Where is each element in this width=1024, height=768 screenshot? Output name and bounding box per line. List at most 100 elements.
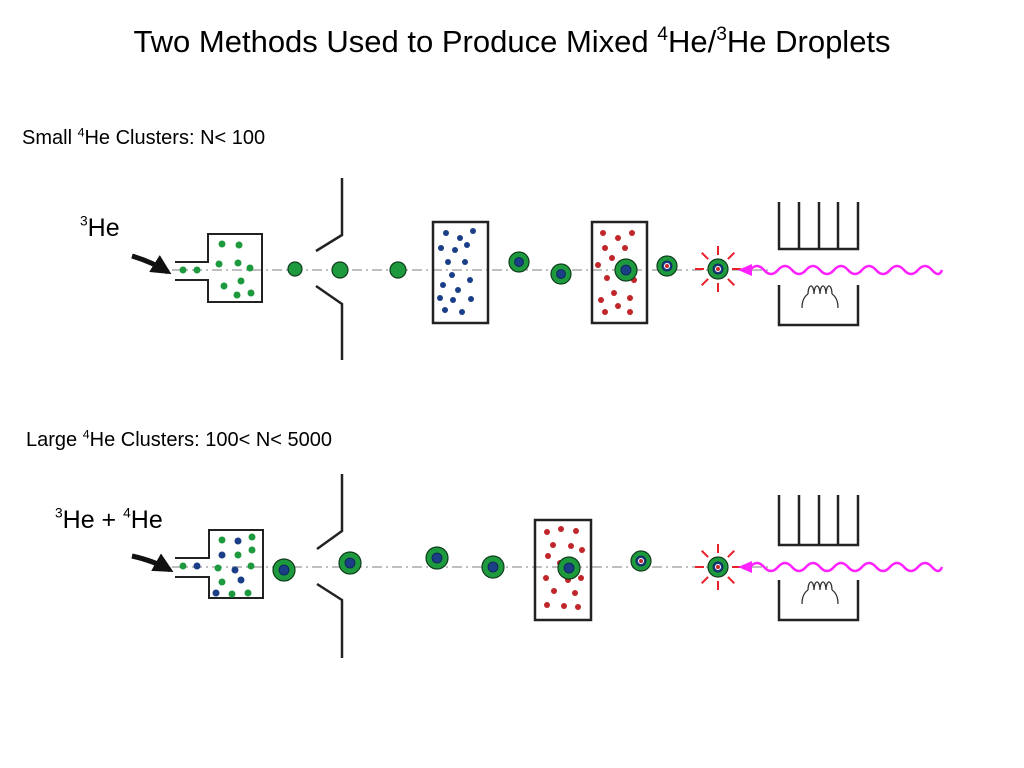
helium-atom (234, 537, 242, 545)
section-title-small-clusters: Small 4He Clusters: N< 100 (22, 125, 266, 149)
helium4-atom (246, 264, 254, 272)
helium-atom (228, 590, 236, 598)
dopant-molecule (638, 558, 644, 564)
row-large-clusters (131, 474, 944, 658)
dopant-atom (615, 303, 621, 309)
helium4-atom (193, 266, 201, 274)
helium3-atom (470, 228, 476, 234)
inlet-arrow (131, 553, 174, 573)
dopant-atom (578, 575, 584, 581)
helium-atom (247, 562, 255, 570)
helium4-atom (234, 259, 242, 267)
helium-droplet (331, 261, 349, 279)
helium4-atom (220, 282, 228, 290)
flash-ray (727, 576, 735, 584)
page-title: Two Methods Used to Produce Mixed 4He/3H… (133, 24, 891, 59)
helium-droplet (287, 261, 303, 277)
dopant-atom (615, 235, 621, 241)
helium3-atom (455, 287, 461, 293)
inlet-label-he3: 3He (80, 213, 120, 242)
flash-ray (701, 252, 709, 260)
helium3-core (563, 562, 575, 574)
helium4-atom (237, 277, 245, 285)
dopant-atom (598, 297, 604, 303)
dopant-atom (604, 275, 610, 281)
dopant-atom (545, 553, 551, 559)
helium3-atom (440, 282, 446, 288)
helium3-core (556, 269, 566, 279)
helium3-atom (464, 242, 470, 248)
helium4-atom (247, 289, 255, 297)
inlet-label-he3-he4: 3He + 4He (55, 505, 163, 534)
helium-atom (248, 546, 256, 554)
dopant-atom (609, 255, 615, 261)
dopant-atom (544, 529, 550, 535)
dopant-atom (600, 230, 606, 236)
helium3-core (514, 257, 524, 267)
helium-atom (212, 589, 220, 597)
flash-ray (727, 252, 735, 260)
dopant-atom (602, 245, 608, 251)
laser-beam (749, 561, 944, 573)
source-mixed-helium-dots (179, 533, 256, 598)
excitation-flash (695, 246, 741, 292)
helium3-atom (437, 295, 443, 301)
helium-atom (244, 589, 252, 597)
helium3-gas-dots (437, 228, 476, 315)
helium-atom (248, 533, 256, 541)
skimmer (316, 474, 344, 658)
flash-ray (701, 576, 709, 584)
detector-housing (777, 580, 860, 622)
helium3-atom (452, 247, 458, 253)
dopant-atom (611, 290, 617, 296)
helium-atom (218, 578, 226, 586)
helium3-atom (438, 245, 444, 251)
nozzle-source (175, 529, 264, 599)
helium3-atom (450, 297, 456, 303)
dopant-atom (544, 602, 550, 608)
helium-atom (214, 564, 222, 572)
dopant-atom (629, 230, 635, 236)
dopant-atom (579, 547, 585, 553)
skimmer (315, 178, 344, 360)
dopant-atom (622, 245, 628, 251)
helium3-atom (468, 296, 474, 302)
pickup-cell-dopant (590, 220, 649, 325)
droplet-sequence (272, 546, 729, 582)
dopant-atom (627, 309, 633, 315)
helium3-atom (445, 259, 451, 265)
helium-droplet (389, 261, 407, 279)
helium4-atom (233, 291, 241, 299)
flash-ray (727, 278, 735, 286)
dopant-atom (595, 262, 601, 268)
helium-atom (179, 562, 187, 570)
helium-atom (193, 562, 201, 570)
section-title-large-clusters: Large 4He Clusters: 100< N< 5000 (26, 427, 332, 451)
helium3-atom (449, 272, 455, 278)
laser-arrowhead (738, 264, 752, 276)
helium3-atom (462, 259, 468, 265)
dopant-atom (573, 528, 579, 534)
laser-arrowhead (738, 561, 752, 573)
dopant-gas-dots (543, 526, 585, 610)
source-helium4-dots (179, 240, 255, 299)
detector-electrodes (777, 495, 860, 547)
dopant-atom (575, 604, 581, 610)
helium-atom (218, 551, 226, 559)
detector-electrodes (777, 202, 860, 251)
inlet-arrow (131, 253, 172, 275)
pickup-cell-dopant (533, 518, 593, 622)
dopant-molecule (715, 266, 721, 272)
helium-atom (218, 536, 226, 544)
excitation-flash (695, 544, 741, 590)
helium4-atom (215, 260, 223, 268)
pickup-cell-helium3 (431, 220, 490, 325)
helium4-atom (235, 241, 243, 249)
dopant-atom (627, 295, 633, 301)
helium3-core (431, 552, 443, 564)
dopant-atom (568, 543, 574, 549)
laser-beam (749, 264, 944, 276)
dopant-molecule (715, 564, 721, 570)
row-small-clusters (131, 178, 944, 360)
